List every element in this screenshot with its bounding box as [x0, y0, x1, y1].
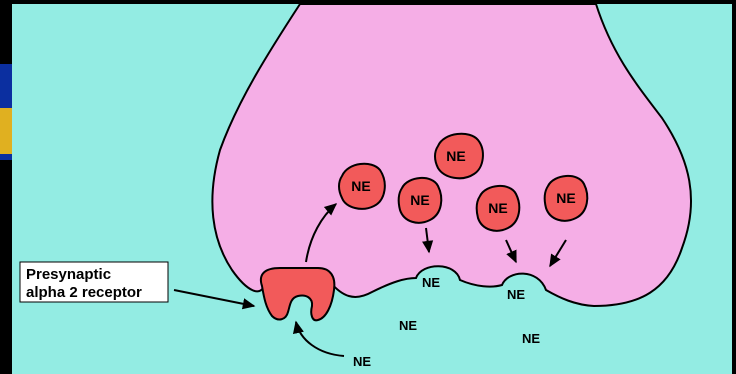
vesicle-label: NE — [446, 148, 465, 164]
vesicle: NE — [399, 178, 442, 223]
ne-label: NE — [507, 287, 525, 302]
ne-label: NE — [399, 318, 417, 333]
vesicle: NE — [339, 164, 385, 209]
vesicle-label: NE — [351, 178, 370, 194]
ne-label: NE — [422, 275, 440, 290]
receptor-label-line1: Presynaptic — [26, 266, 111, 283]
vesicle-label: NE — [410, 192, 429, 208]
receptor-label-line2: alpha 2 receptor — [26, 284, 142, 301]
vesicle: NE — [477, 186, 520, 231]
corner-decoration-gold — [0, 108, 12, 154]
vesicle: NE — [435, 134, 483, 179]
ne-label: NE — [353, 354, 371, 369]
vesicle: NE — [545, 176, 588, 221]
vesicle-label: NE — [488, 200, 507, 216]
vesicle-label: NE — [556, 190, 575, 206]
ne-label: NE — [522, 331, 540, 346]
